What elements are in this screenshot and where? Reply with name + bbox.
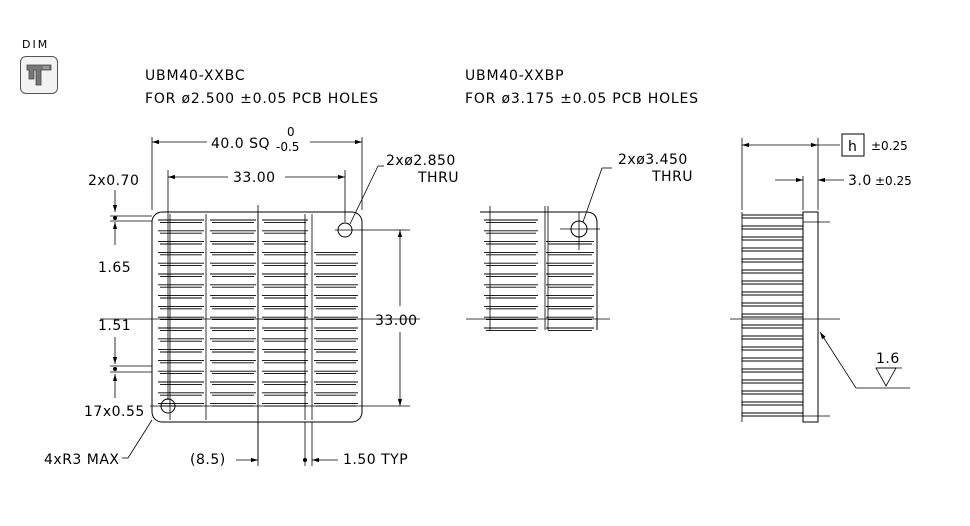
thru-label-1: THRU (417, 170, 459, 186)
right-view-note: FOR ø3.175 ±0.05 PCB HOLES (465, 91, 699, 107)
fin-count-label: 17x0.55 (84, 404, 145, 420)
base-plate (802, 211, 819, 423)
corner-radius-label: 4xR3 MAX (44, 452, 120, 468)
left-fin-grid (158, 214, 358, 420)
leader-line (349, 165, 379, 225)
side-fin-profile (741, 212, 830, 422)
thru-label-2: THRU (651, 169, 693, 185)
partial-fin-grid (484, 206, 594, 331)
gap-mid-label: 1.51 (98, 318, 131, 334)
partial-outline (480, 211, 598, 330)
height-symbol: h (848, 139, 857, 155)
dim-point (303, 458, 307, 462)
height-tol-label: ±0.25 (871, 139, 908, 153)
width-sq-label: 40.0 SQ (211, 136, 270, 152)
left-top-view: 40.0 SQ 0 -0.5 33.00 2xø2.850 THRU 33.00… (44, 125, 459, 468)
right-partial-view: 2xø3.450 THRU (466, 152, 693, 331)
hole-dia-bc-label: 2xø2.850 (386, 153, 456, 169)
pitch-label: 1.50 TYP (343, 452, 408, 468)
dim-tool-button[interactable]: DIM (20, 38, 60, 96)
fin-width-label: 2x0.70 (88, 173, 139, 189)
hole-spacing-x-label: 33.00 (233, 170, 276, 186)
heatsink-outline (151, 211, 363, 423)
base-thickness-label: 3.0 (848, 173, 872, 189)
hole-dia-bp-label: 2xø3.450 (618, 152, 688, 168)
hole-spacing-y-label: 33.00 (375, 313, 418, 329)
height-symbol-box (841, 133, 865, 157)
offset-label: (8.5) (190, 452, 226, 468)
leader-line (127, 419, 153, 459)
caliper-icon (20, 56, 58, 94)
left-view-note: FOR ø2.500 ±0.05 PCB HOLES (145, 91, 379, 107)
width-tol-lower: -0.5 (276, 140, 299, 154)
leader-line (819, 331, 857, 389)
dim-point (113, 367, 117, 371)
dim-point (113, 216, 117, 220)
left-view-model: UBM40-XXBC (145, 68, 245, 84)
surface-finish-symbol (875, 367, 897, 387)
width-tol-upper: 0 (287, 125, 295, 139)
base-tol-label: ±0.25 (875, 174, 912, 188)
surface-finish-label: 1.6 (876, 351, 900, 367)
gap-top-label: 1.65 (98, 260, 131, 276)
side-view: h ±0.25 3.0 ±0.25 1.6 (730, 133, 912, 423)
leader-line (582, 167, 603, 223)
right-view-model: UBM40-XXBP (465, 68, 564, 84)
dim-tool-label: DIM (22, 38, 50, 51)
